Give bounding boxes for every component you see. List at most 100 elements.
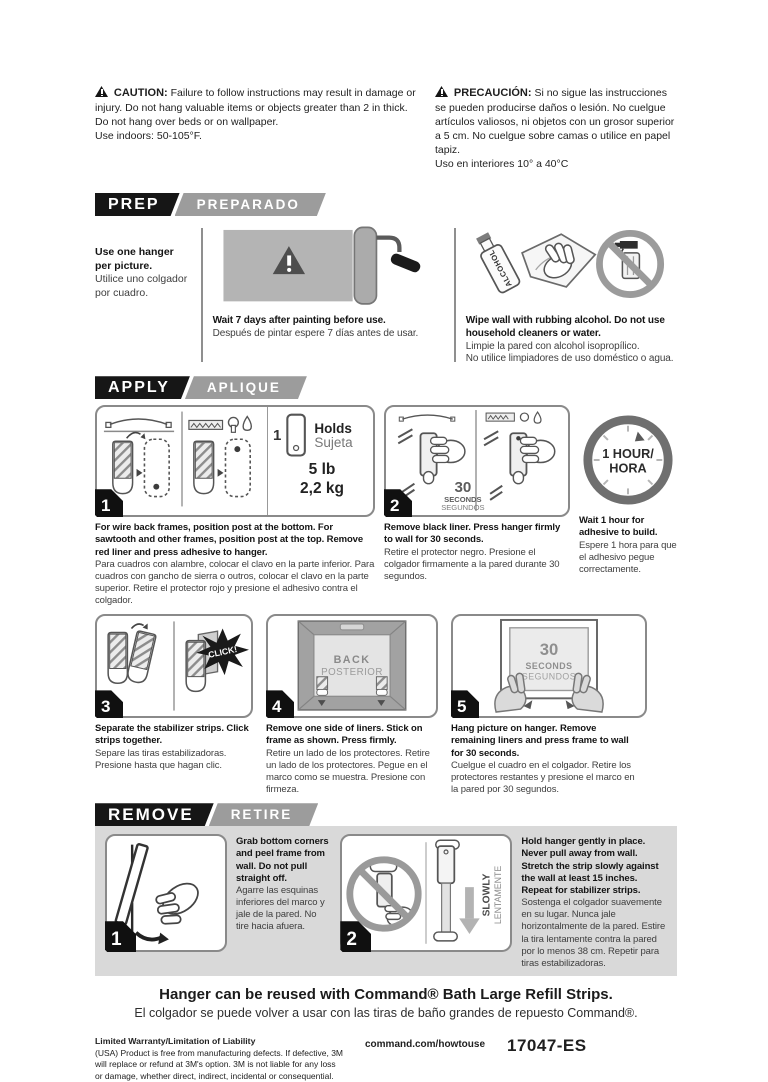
warranty-title: Limited Warranty/Limitation of Liability — [95, 1035, 256, 1046]
product-sku: 17047-ES — [507, 1035, 587, 1055]
caution-body-es: Si no sigue las instrucciones se pueden … — [435, 87, 675, 156]
right-hand-icon — [571, 672, 604, 714]
prep-wipe-block: ALCOHOL — [466, 224, 677, 366]
remove-panel: 1 Grab bottom corners and peel frame fro… — [95, 826, 677, 976]
frame-back-icon: BACK POSTERIOR — [297, 620, 407, 712]
frame-back-label-en: BACK — [334, 654, 371, 666]
apply-subtitle: APLIQUE — [185, 376, 307, 399]
footer-row: Limited Warranty/Limitation of Liability… — [95, 1036, 677, 1082]
prep-hanger-note: Use one hanger per picture. Utilice uno … — [95, 224, 191, 366]
prep-title: PREP — [95, 193, 180, 216]
paint-roller-icon — [223, 226, 420, 305]
frame-30-es: SEGUNDOS — [522, 672, 576, 682]
slowly-label-es: LENTAMENTE — [494, 866, 504, 925]
frame-back-label-es: POSTERIOR — [321, 667, 383, 678]
seconds-30-es: SEGUNDOS — [441, 503, 484, 512]
prep-row: Use one hanger per picture. Utilice uno … — [95, 224, 677, 366]
holds-label-es: Sujeta — [314, 434, 353, 450]
frame-30-en: SECONDS — [526, 661, 573, 671]
caution-section: CAUTION: Failure to follow instructions … — [95, 86, 677, 171]
apply-title: APPLY — [95, 376, 190, 399]
prep-paint-caption-en: Wait 7 days after painting before use. — [212, 315, 386, 327]
apply-step4-caption-en: Remove one side of liners. Stick on fram… — [266, 723, 423, 747]
apply-wait-block: 1 HOUR/ HORA Wait 1 hour for adhesive to… — [579, 405, 677, 607]
clock-label-1: 1 HOUR/ — [602, 446, 654, 461]
caution-indoors-es: Uso en interiores 10° a 40°C — [435, 157, 569, 170]
apply-step-2: 30 SECONDS SEGUNDOS 2 Remove black liner… — [384, 405, 570, 607]
holds-weight-lb: 5 lb — [308, 461, 336, 479]
remove-step1-caption-es: Agarre las esquinas inferiores del marco… — [236, 884, 325, 933]
hanger-icon — [286, 413, 307, 457]
prep-hanger-note-es: Utilice uno colgador por cuadro. — [95, 273, 188, 299]
remove-step2-caption-es: Sostenga el colgador suavemente en su lu… — [521, 897, 666, 969]
caution-label-en: CAUTION: — [113, 87, 168, 99]
no-pull-icon — [346, 856, 422, 932]
remove-step1-caption-en: Grab bottom corners and peel frame from … — [236, 836, 329, 884]
remove-title: REMOVE — [95, 803, 214, 826]
hanger-placement-icon — [103, 411, 252, 507]
prep-subtitle: PREPARADO — [175, 193, 326, 216]
apply-step3-caption-en: Separate the stabilizer strips. Click st… — [95, 723, 249, 747]
seconds-30-en: SECONDS — [444, 495, 481, 504]
apply-step3-caption-es: Separe las tiras estabilizadoras. Presio… — [95, 747, 227, 771]
stabilizer-strips-icon: CLICK! — [107, 621, 249, 711]
section-header-remove: REMOVE RETIRE — [95, 803, 677, 826]
remove-subtitle: RETIRE — [209, 803, 319, 826]
warning-triangle-icon — [435, 86, 448, 97]
clock-label-2: HORA — [609, 461, 646, 476]
holds-qty: 1 — [273, 427, 282, 445]
section-header-prep: PREP PREPARADO — [95, 193, 677, 216]
left-hand-icon — [494, 672, 527, 714]
stretch-strip-icon: SLOWLY LENTAMENTE — [346, 839, 504, 945]
reuse-note-es: El colgador se puede volver a usar con l… — [134, 1005, 638, 1020]
prep-paint-block: Wait 7 days after painting before use. D… — [213, 224, 444, 366]
holds-weight-kg: 2,2 kg — [300, 479, 344, 497]
apply-step2-caption-es: Retire el protector negro. Presione el c… — [384, 546, 560, 582]
apply-step-1: 1 Holds Sujeta 5 lb 2,2 kg — [95, 405, 375, 607]
hang-picture-icon: 30 SECONDS SEGUNDOS — [494, 619, 604, 714]
prep-hanger-note-en: Use one hanger per picture. — [95, 246, 174, 272]
apply-step-3: CLICK! 3 Separate the stabilizer strips.… — [95, 614, 253, 796]
apply-wait-caption-en: Wait 1 hour for adhesive to build. — [579, 515, 658, 539]
apply-step2-caption-en: Remove black liner. Press hanger firmly … — [384, 522, 561, 546]
clock-icon: 1 HOUR/ HORA — [583, 415, 673, 505]
alcohol-wipe-icon: ALCOHOL — [475, 229, 664, 298]
peel-frame-icon — [114, 843, 199, 945]
holds-panel: 1 Holds Sujeta 5 lb 2,2 kg — [267, 407, 373, 516]
apply-step1-caption-en: For wire back frames, position post at t… — [95, 522, 364, 558]
website-url: command.com/howtouse — [364, 1038, 485, 1050]
divider — [200, 228, 203, 363]
caution-indoors-en: Use indoors: 50-105°F. — [95, 129, 202, 142]
apply-row-1: 1 Holds Sujeta 5 lb 2,2 kg — [95, 405, 677, 607]
caution-text-es: PRECAUCIÓN: Si no sigue las instruccione… — [435, 86, 677, 171]
slowly-label-en: SLOWLY — [482, 874, 493, 917]
divider — [453, 228, 456, 363]
remove-step-2-box: SLOWLY LENTAMENTE 2 — [340, 834, 513, 953]
apply-step-5: 30 SECONDS SEGUNDOS — [451, 614, 647, 796]
no-spray-icon — [595, 229, 664, 298]
apply-step5-caption-en: Hang picture on hanger. Remove remaining… — [451, 723, 629, 759]
apply-row-2: CLICK! 3 Separate the stabilizer strips.… — [95, 614, 677, 796]
click-burst-icon: CLICK! — [196, 628, 249, 676]
frame-30-number: 30 — [540, 641, 559, 660]
warranty-block: Limited Warranty/Limitation of Liability… — [95, 1036, 343, 1082]
reuse-note-en: Hanger can be reused with Command® Bath … — [159, 985, 613, 1003]
apply-step1-caption-es: Para cuadros con alambre, colocar el cla… — [95, 558, 375, 607]
caution-label-es: PRECAUCIÓN: — [453, 87, 532, 99]
apply-step4-caption-es: Retire un lado de los protectores. Retir… — [266, 747, 430, 796]
seconds-30-number: 30 — [454, 479, 471, 496]
press-hanger-icon: 30 SECONDS SEGUNDOS — [397, 410, 556, 512]
apply-step-4: BACK POSTERIOR 4 Remove one s — [266, 614, 438, 796]
instruction-sheet: CAUTION: Failure to follow instructions … — [95, 86, 677, 1082]
prep-paint-caption-es: Después de pintar espere 7 días antes de… — [212, 327, 419, 339]
prep-wipe-caption-es1: Limpie la pared con alcohol isopropílico… — [465, 340, 640, 352]
hand-icon — [155, 883, 199, 925]
prep-wipe-caption-es2: No utilice limpiadores de uso doméstico … — [465, 353, 674, 365]
prep-wipe-caption-en: Wipe wall with rubbing alcohol. Do not u… — [465, 315, 665, 339]
warranty-text: (USA) Product is free from manufacturing… — [95, 1047, 344, 1081]
apply-wait-caption-es: Espere 1 hora para que el adhesivo pegue… — [579, 539, 677, 575]
warning-triangle-icon — [95, 86, 108, 97]
holds-label-en: Holds — [314, 420, 352, 436]
caution-text-en: CAUTION: Failure to follow instructions … — [95, 86, 419, 171]
down-arrow-icon — [459, 887, 481, 935]
